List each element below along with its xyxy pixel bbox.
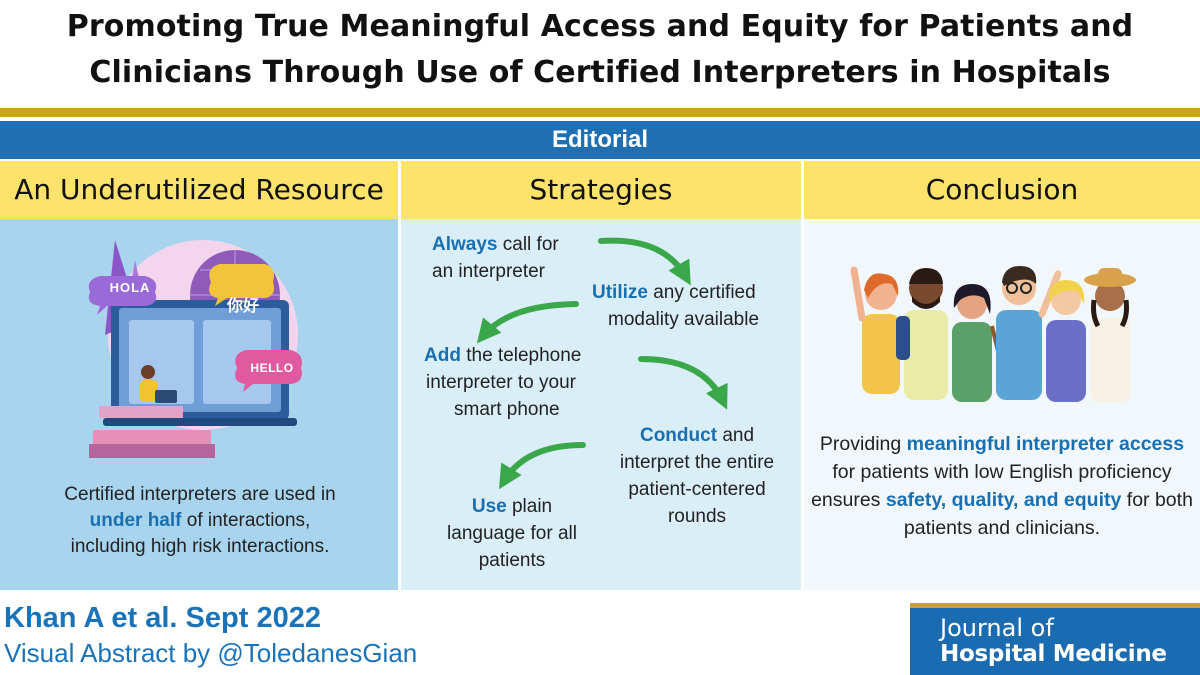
strategy-text: smart phone	[454, 399, 560, 420]
strategy-keyword: Use	[471, 496, 507, 517]
conclusion-text-part3: for both patients and clinicians.	[903, 489, 1193, 539]
strategy-utilize: Utilize any certified modality available	[592, 279, 759, 333]
strategy-text: call for	[502, 234, 559, 255]
conclusion-highlight-safety: safety, quality, and equity	[885, 489, 1122, 511]
strategy-keyword: Add	[424, 345, 461, 366]
interpreter-laptop-illustration	[88, 240, 302, 458]
page-title: Promoting True Meaningful Access and Equ…	[0, 4, 1200, 96]
strategy-conduct: Conduct and interpret the entire patient…	[592, 422, 802, 530]
conclusion-text-part1: Providing	[819, 433, 902, 455]
resource-text: Certified interpreters are used in under…	[10, 482, 390, 560]
gold-divider	[0, 108, 1200, 117]
conclusion-highlight-access: meaningful interpreter access	[906, 433, 1185, 455]
strategy-text: language for all	[447, 523, 577, 544]
editorial-banner: Editorial	[0, 121, 1200, 159]
title-line-2: Clinicians Through Use of Certified Inte…	[89, 55, 1111, 90]
arrow-always-to-utilize	[598, 237, 691, 286]
resource-text-line3: including high risk interactions.	[70, 536, 330, 557]
strategy-text: any certified	[653, 282, 756, 303]
resource-text-line2: of interactions,	[186, 510, 311, 531]
strategy-text: interpret the entire	[619, 452, 775, 473]
strategy-text: rounds	[667, 506, 727, 527]
strategy-text: patient-centered	[628, 479, 766, 500]
strategy-text: plain	[511, 496, 553, 517]
diverse-people-illustration	[850, 266, 1136, 402]
visual-abstract-credit: Visual Abstract by @ToledanesGian	[4, 638, 418, 668]
strategy-text: the telephone	[466, 345, 582, 366]
journal-logo	[910, 603, 1200, 675]
conclusion-text-part2: for patients with low English proficienc…	[811, 461, 1172, 511]
strategy-always: Always call for an interpreter	[432, 231, 559, 285]
arrow-add-to-conduct	[638, 356, 728, 410]
conclusion-text: Providing meaningful interpreter access …	[810, 430, 1194, 542]
journal-name-line1: Journal of	[940, 614, 1054, 642]
bubble-hello: HELLO	[250, 361, 294, 375]
heading-conclusion: Conclusion	[804, 161, 1200, 219]
strategy-keyword: Conduct	[639, 425, 718, 446]
heading-strategies: Strategies	[401, 161, 801, 219]
bubble-nihao: 你好	[226, 298, 259, 315]
strategy-flow-arrows	[476, 237, 728, 490]
journal-logo-stripe	[910, 603, 1200, 608]
strategy-use: Use plain language for all patients	[426, 493, 598, 574]
arrow-conduct-to-use	[498, 442, 586, 490]
strategy-keyword: Utilize	[592, 282, 648, 303]
heading-underutilized-resource: An Underutilized Resource	[0, 161, 398, 219]
strategy-text: interpreter to your	[426, 372, 576, 393]
strategy-text: modality available	[608, 309, 760, 330]
resource-text-line1: Certified interpreters are used in	[64, 484, 336, 505]
column-divider	[801, 161, 804, 590]
strategy-text: and	[722, 425, 755, 446]
citation: Khan A et al. Sept 2022	[4, 602, 321, 634]
bubble-hola: HOLA	[109, 280, 151, 295]
strategies-panel	[401, 219, 801, 590]
title-line-1: Promoting True Meaningful Access and Equ…	[66, 9, 1134, 44]
journal-name-line2: Hospital Medicine	[940, 641, 1167, 667]
resource-text-highlight: under half	[89, 510, 182, 531]
strategy-text: an interpreter	[432, 261, 546, 282]
strategy-keyword: Always	[432, 234, 498, 255]
column-divider	[398, 161, 401, 590]
strategy-text: patients	[478, 550, 546, 571]
strategy-add: Add the telephone interpreter to your sm…	[424, 342, 581, 423]
arrow-utilize-to-add	[476, 301, 579, 344]
